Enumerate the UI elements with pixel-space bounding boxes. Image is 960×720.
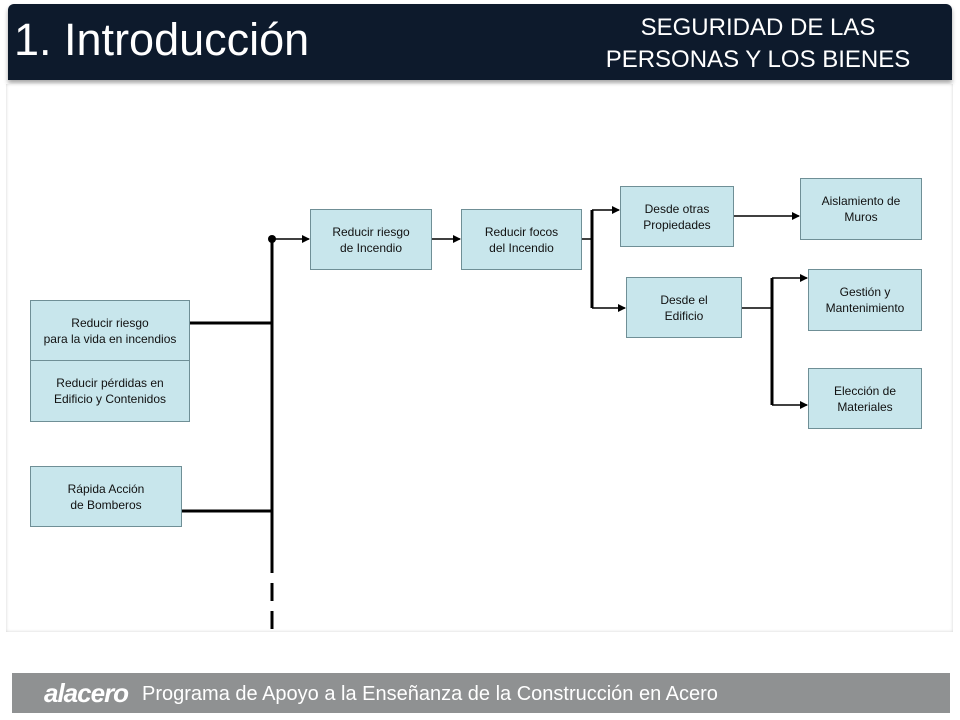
node-reducir-riesgo-incendio: Reducir riesgo de Incendio xyxy=(310,209,432,270)
node-reducir-focos: Reducir focos del Incendio xyxy=(461,209,582,270)
subtitle-line-2: PERSONAS Y LOS BIENES xyxy=(605,46,911,73)
slide-subtitle: SEGURIDAD DE LAS PERSONAS Y LOS BIENES xyxy=(578,12,938,76)
node-rapida-accion-bomberos: Rápida Acción de Bomberos xyxy=(30,466,182,527)
node-desde-el-edificio: Desde el Edificio xyxy=(626,277,742,338)
slide-header: 1. Introducción SEGURIDAD DE LAS PERSONA… xyxy=(8,4,952,80)
footer-bar: alacero Programa de Apoyo a la Enseñanza… xyxy=(12,673,950,713)
node-gestion-mantenimiento: Gestión y Mantenimiento xyxy=(808,269,922,331)
footer-program-text: Programa de Apoyo a la Enseñanza de la C… xyxy=(142,683,718,705)
alacero-logo: alacero xyxy=(44,678,129,708)
slide-title: 1. Introducción xyxy=(14,14,310,65)
node-desde-otras-propiedades: Desde otras Propiedades xyxy=(620,186,734,247)
node-reducir-riesgo-vida: Reducir riesgo para la vida en incendios xyxy=(30,300,190,361)
node-reducir-perdidas: Reducir pérdidas en Edificio y Contenido… xyxy=(30,360,190,422)
node-eleccion-materiales: Elección de Materiales xyxy=(808,368,922,429)
node-aislamiento-muros: Aislamiento de Muros xyxy=(800,178,922,240)
subtitle-line-1: SEGURIDAD DE LAS xyxy=(640,14,876,41)
